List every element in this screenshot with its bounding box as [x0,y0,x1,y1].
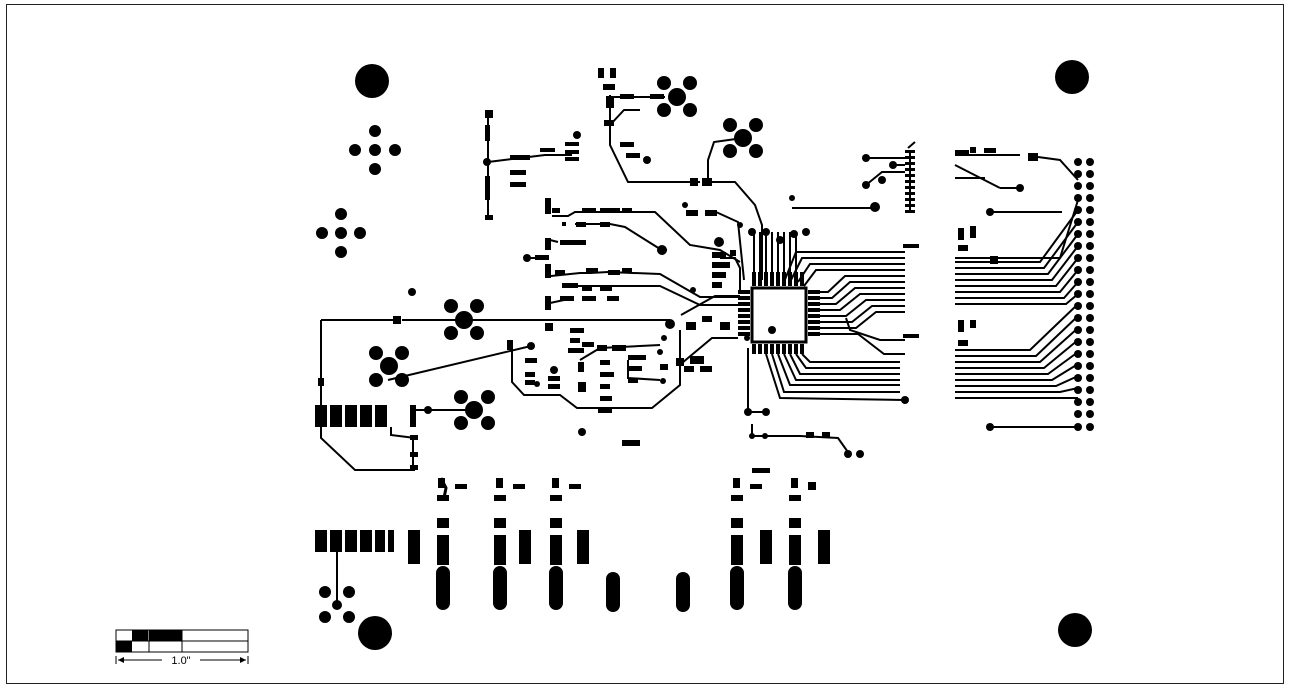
ic-qfp-central [682,195,880,458]
mounting-hole-bottom-right [1058,613,1092,647]
scale-bar-label: 1.0" [171,655,190,667]
pad-cluster-top [349,125,401,175]
trace-bus-right [765,244,919,404]
board-outline [6,4,1284,684]
pad-strip-1 [408,477,467,610]
pad-strip-3 [549,478,589,610]
pad-cluster-middle [316,208,366,258]
pad-strip-2 [493,478,531,610]
pad-group-top-a [657,76,697,117]
pad-strip-oval-a [606,572,620,612]
pad-strips-bottom [408,468,830,612]
connector-block-right [954,147,1079,431]
mounting-hole-top-right [1055,60,1089,94]
pad-strip-5 [788,478,830,610]
component-column-top-left [483,110,581,220]
pad-group-left-a [444,299,484,340]
component-cluster-middle [320,287,740,446]
component-stack-top [598,68,763,280]
scale-bar: 1.0" [115,629,249,667]
component-row-3 [545,264,740,306]
pad-group-left-b [369,346,409,387]
pad-group-left-c [454,390,495,430]
mounting-hole-bottom-left [358,616,392,650]
mounting-hole-top-left [355,64,389,98]
component-row-2 [523,238,586,262]
component-row-1 [545,198,741,263]
pad-group-bottom-left [319,586,355,623]
pad-strip-oval-b [676,572,690,612]
trace-fan-upper-right [862,141,916,213]
connector-strip-left-lower [315,530,394,605]
connector-strip-left-upper [315,378,470,471]
header-pins-right [1074,158,1094,431]
component-row-4 [545,296,619,310]
mounting-holes [355,60,1092,650]
pad-strip-4 [730,468,772,610]
